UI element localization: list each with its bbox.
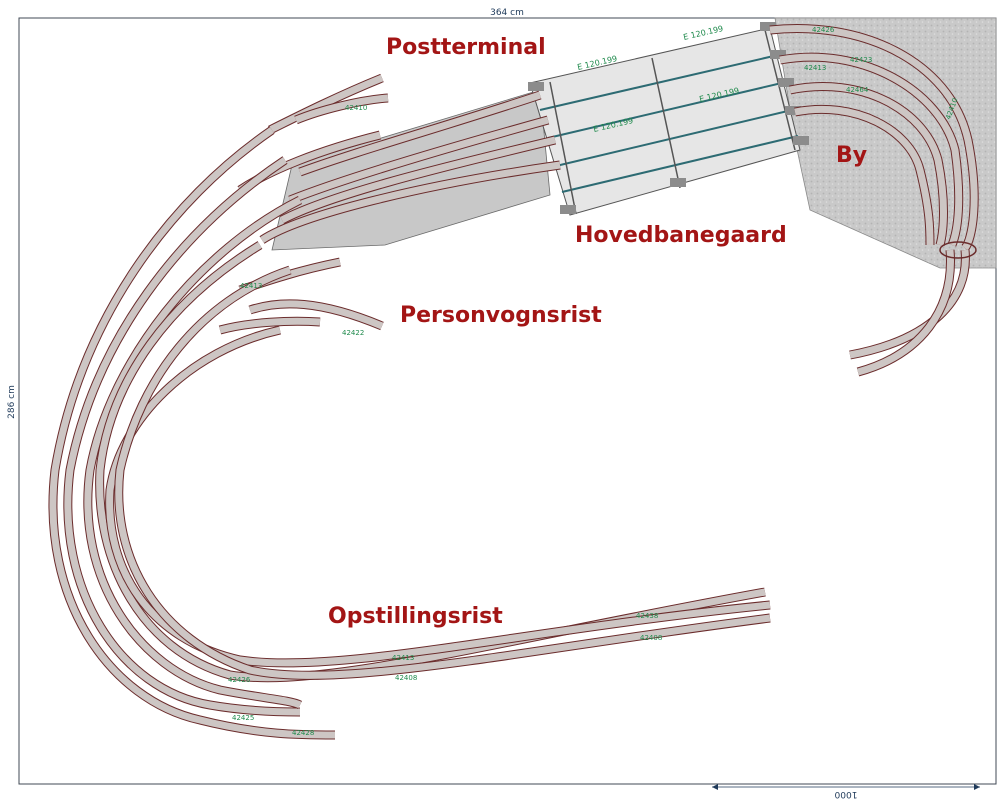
track-segment-fill-19 xyxy=(789,83,947,246)
track-code-15: 42408 xyxy=(395,674,417,682)
track-code-13: 42410 xyxy=(345,104,367,112)
by-label: By xyxy=(836,143,867,168)
track-segment-fill-14 xyxy=(96,242,766,682)
track-segment-fill-12 xyxy=(64,157,301,716)
track-segment-fill-11 xyxy=(49,127,336,739)
scale-bar: 1000 xyxy=(712,784,980,799)
track-segment-fill-13 xyxy=(84,196,302,709)
track-segment-fill-17 xyxy=(769,25,978,251)
track-code-4: 42464 xyxy=(846,86,869,94)
track-segment-fill-9 xyxy=(248,300,384,330)
track-code-7: 42426 xyxy=(228,676,251,684)
width-dimension-label: 364 cm xyxy=(490,8,524,18)
track-segment-fill-16 xyxy=(115,266,771,679)
track-segment-fill-10 xyxy=(219,317,321,334)
track-code-11: 42408 xyxy=(640,634,662,642)
track-segment-fill-2 xyxy=(280,136,556,224)
postterminal-label: Postterminal xyxy=(386,35,546,60)
track-segment-fill-1 xyxy=(260,161,561,243)
track-code-6: 42413 xyxy=(240,282,262,290)
opstillingsrist-label: Opstillingsrist xyxy=(328,604,503,629)
personvognsrist-label: Personvognsrist xyxy=(400,303,602,328)
track-code-2: 42423 xyxy=(850,56,872,64)
track-code-10: 42438 xyxy=(636,612,658,620)
track-code-12: 42413 xyxy=(392,654,414,662)
track-code-1: 42426 xyxy=(812,26,835,34)
track-network xyxy=(48,24,979,740)
city-turnout-ring xyxy=(939,241,977,259)
scale-bar-label: 1000 xyxy=(834,789,857,799)
track-code-3: 42413 xyxy=(804,64,826,72)
height-dimension-label: 286 cm xyxy=(7,385,17,419)
track-codes: 42426 42423 42413 42464 42410 42413 4242… xyxy=(228,26,960,737)
track-segment-fill-3 xyxy=(288,116,549,204)
track-code-14: 42425 xyxy=(232,714,254,722)
track-segment-fill-22 xyxy=(857,249,954,376)
track-code-9: 42422 xyxy=(342,329,364,337)
track-segment-fill-7 xyxy=(294,94,389,124)
track-segment-fill-20 xyxy=(794,105,934,246)
platform-canopies xyxy=(528,22,809,216)
track-code-8: 42428 xyxy=(292,729,314,737)
track-segment-fill-6 xyxy=(268,74,384,134)
hovedbanegaard-label: Hovedbanegaard xyxy=(575,223,787,248)
track-segment-fill-4 xyxy=(298,91,542,176)
track-segment-fill-18 xyxy=(779,53,963,247)
